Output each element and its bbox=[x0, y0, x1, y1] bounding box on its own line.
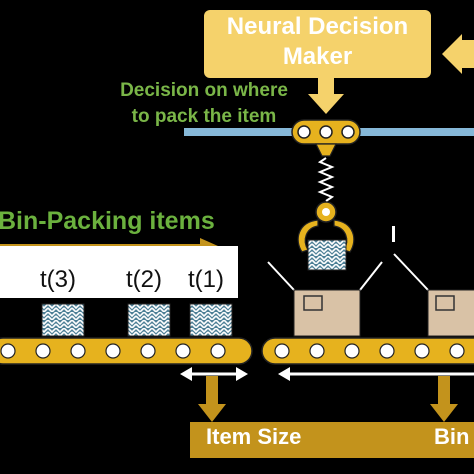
left-conveyor bbox=[0, 337, 253, 365]
input-arrow-icon bbox=[442, 34, 474, 74]
right-conveyor bbox=[261, 337, 474, 365]
bin-packing-items-label: Bin-Packing items bbox=[0, 207, 215, 235]
item-size-down-arrow-icon bbox=[198, 376, 226, 422]
maker-line-1: Neural Decision bbox=[226, 13, 409, 40]
bin-box-1 bbox=[267, 261, 383, 337]
decision-label: Decision on where to pack the item bbox=[104, 78, 304, 130]
bottom-feature-bar bbox=[190, 422, 474, 458]
item-size-measure-icon bbox=[180, 367, 248, 381]
time-label-t2: t(2) bbox=[126, 266, 162, 293]
decision-line-1: Decision on where bbox=[120, 80, 288, 101]
bin-box-2 bbox=[393, 253, 474, 337]
time-label-t1: t(1) bbox=[188, 266, 224, 293]
decision-line-2: to pack the item bbox=[131, 106, 277, 127]
item-size-label: Item Size bbox=[206, 424, 302, 449]
item-t2 bbox=[127, 303, 171, 337]
neural-decision-maker-box bbox=[204, 10, 431, 78]
time-label-t3: t(3) bbox=[40, 266, 76, 293]
decision-arrow-icon bbox=[308, 78, 344, 114]
bin-size-measure-icon bbox=[278, 367, 474, 381]
item-t3 bbox=[41, 303, 85, 337]
bin-size-label: Bin bbox=[434, 424, 470, 449]
bin-size-down-arrow-icon bbox=[430, 376, 458, 422]
held-item bbox=[307, 239, 347, 271]
maker-line-2: Maker bbox=[282, 43, 353, 70]
trolley bbox=[291, 119, 361, 157]
bin-marker bbox=[392, 226, 395, 242]
item-t1 bbox=[189, 303, 233, 337]
neural-decision-maker-label: Neural Decision Maker bbox=[204, 12, 431, 72]
items-queue-band bbox=[0, 246, 238, 298]
spring bbox=[317, 157, 335, 202]
